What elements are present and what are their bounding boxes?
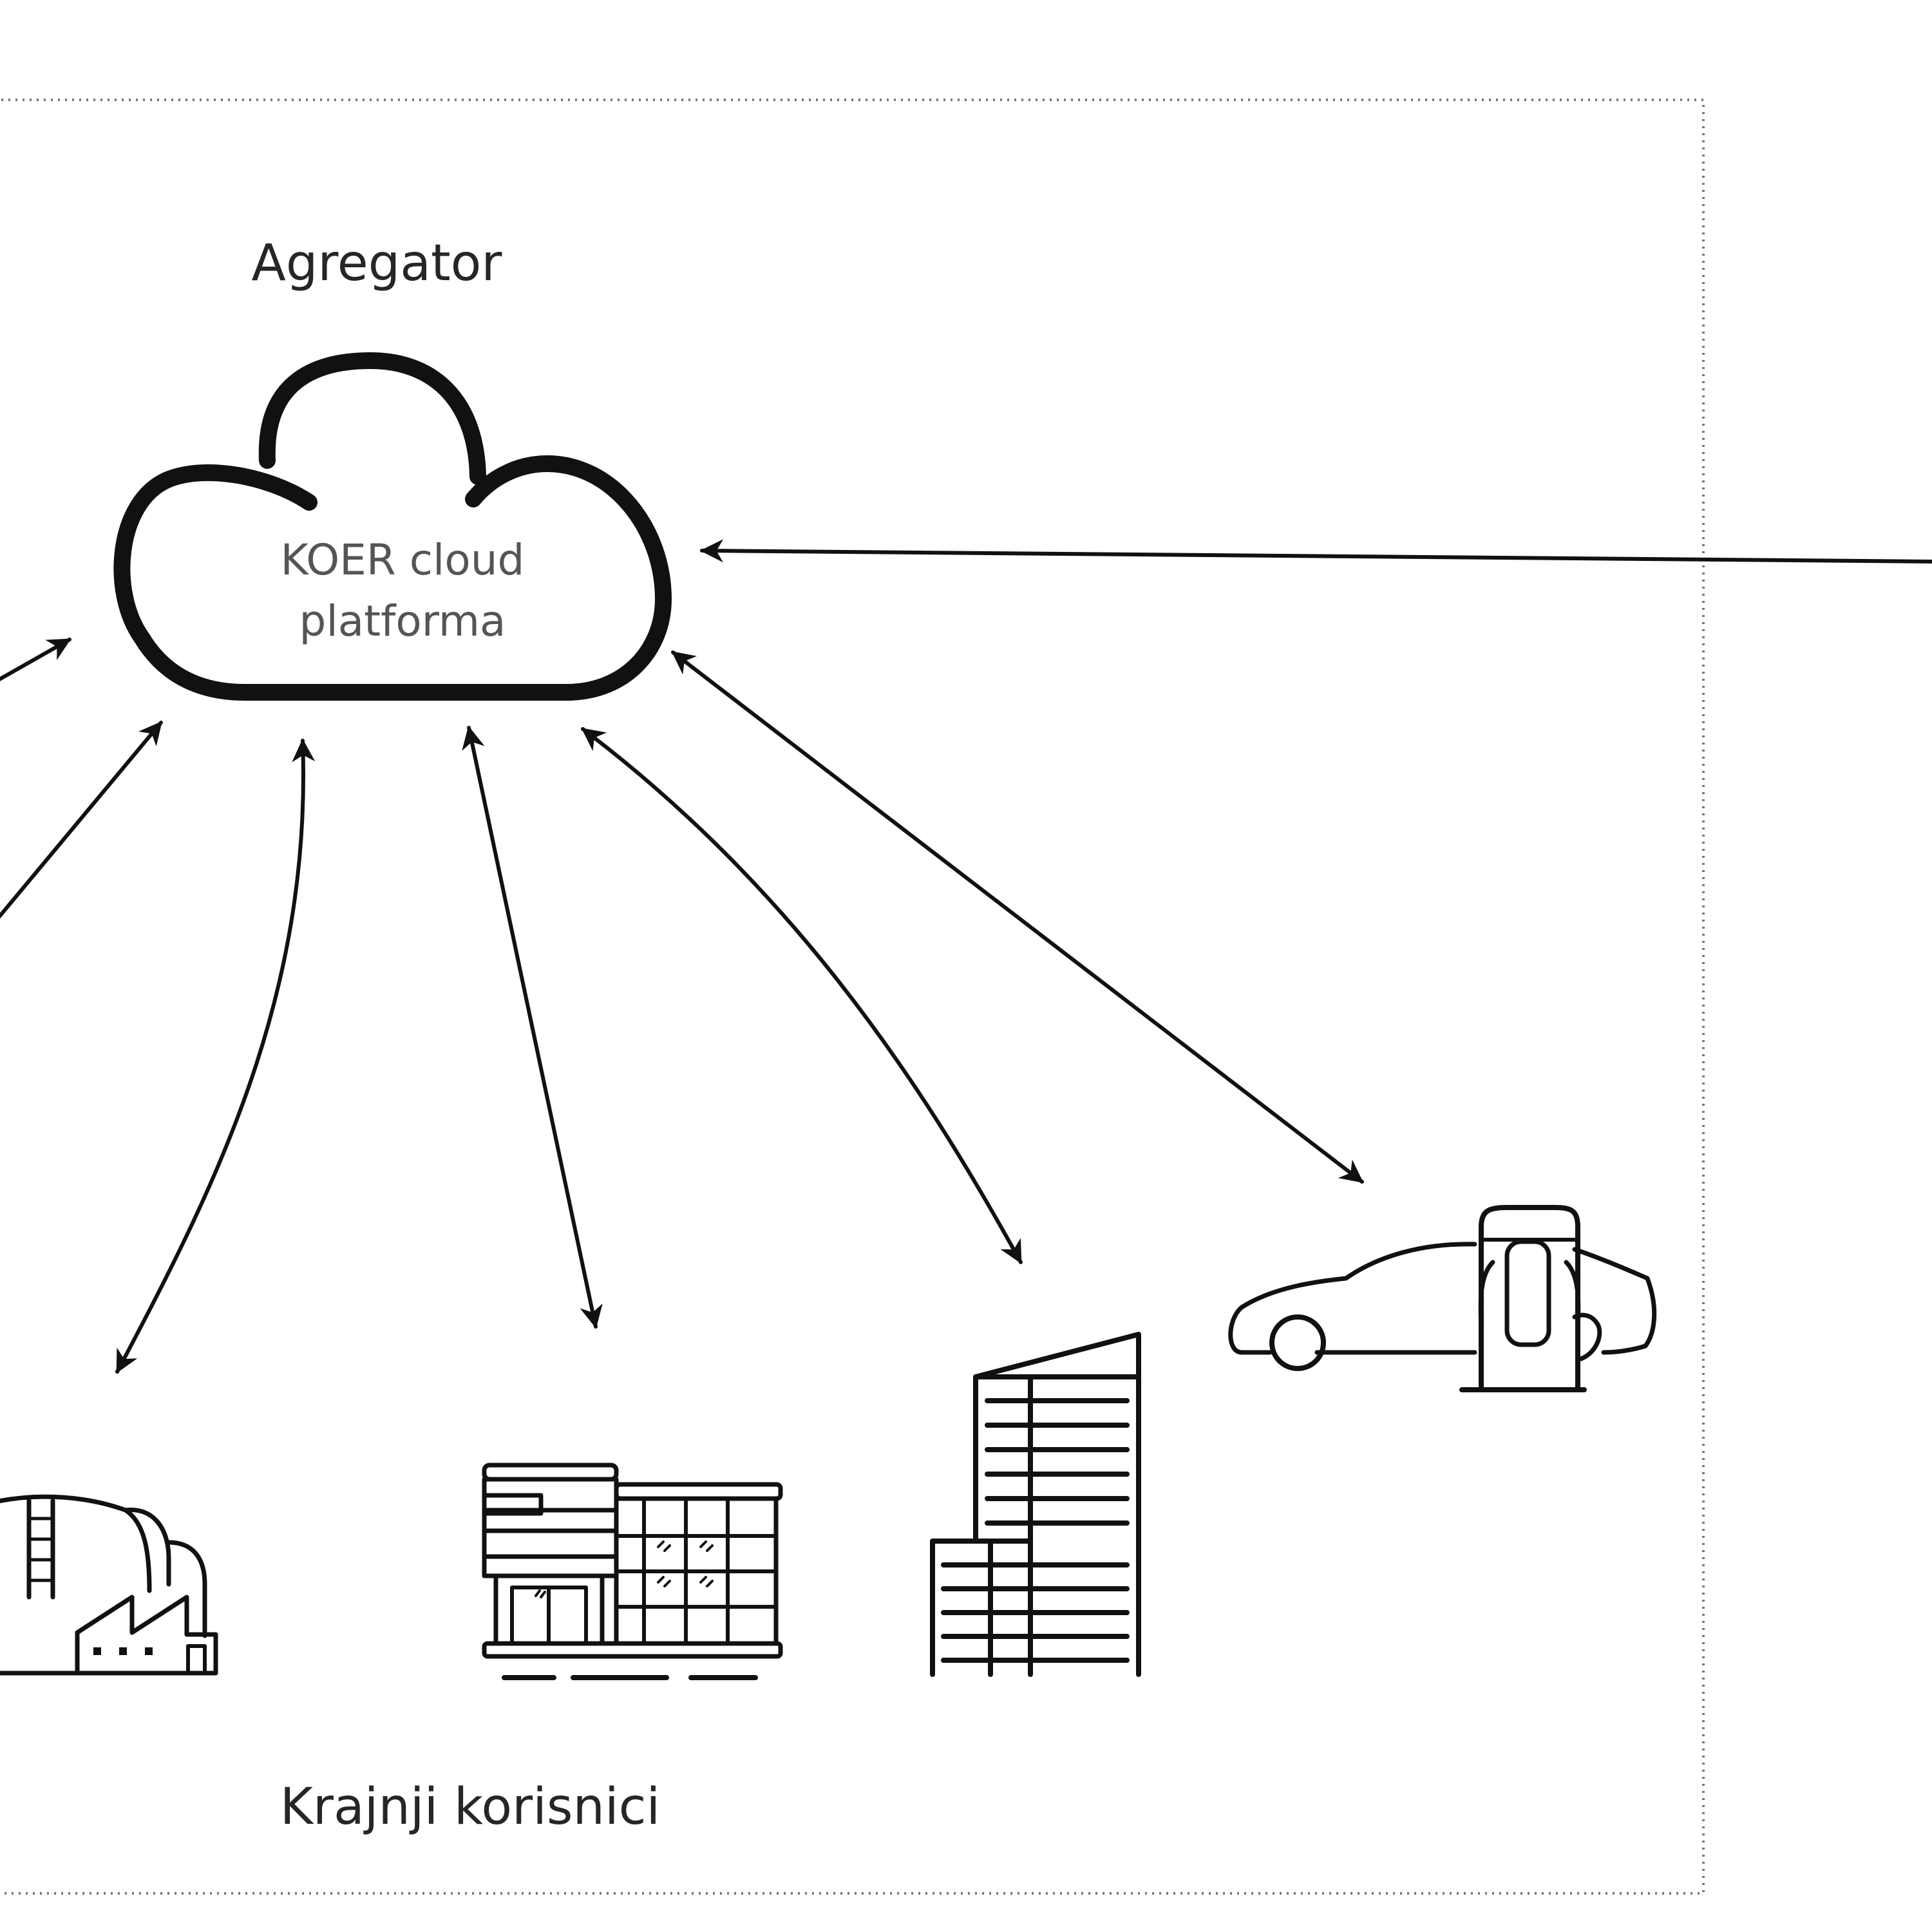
arrow-left-lower (0, 721, 163, 919)
office-tower-icon (930, 1332, 1141, 1677)
end-users-title: Krajnji korisnici (280, 1778, 660, 1836)
arrow-cloud-factory (115, 739, 316, 1374)
cloud-icon (113, 352, 672, 701)
arrow-cloud-office-tower (581, 727, 1023, 1264)
ev-charging-car-icon (1228, 1205, 1657, 1392)
boundary-frame (0, 99, 1705, 1895)
cloud-label-line1: KOER cloud (281, 535, 525, 585)
arrow-left-partial (0, 638, 71, 681)
arrow-cloud-ev-charging (671, 650, 1364, 1184)
shopping-center-icon (482, 1463, 783, 1680)
arrow-external-to-cloud (700, 539, 1932, 564)
arrow-cloud-shopping-center (462, 726, 603, 1329)
cloud-label-line2: platforma (299, 596, 506, 646)
aggregator-title: Agregator (252, 234, 503, 292)
factory-icon (0, 1494, 218, 1676)
